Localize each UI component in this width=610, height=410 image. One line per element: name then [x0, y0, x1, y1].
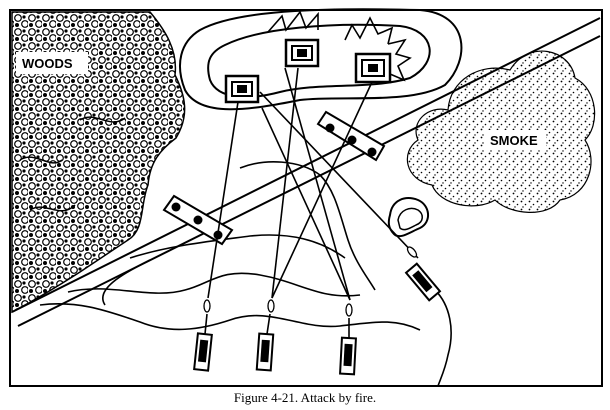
enemy-vehicle-icon [284, 38, 320, 68]
friendly-vehicle-icon [255, 313, 275, 372]
muzzle-flash-icon [203, 246, 418, 317]
friendly-vehicle-icon [193, 313, 213, 372]
friendly-vehicle-icon [404, 262, 442, 302]
figure-caption: Figure 4-21. Attack by fire. [234, 390, 376, 405]
obstacle-icon [162, 194, 234, 246]
smoke-label: SMOKE [490, 133, 538, 148]
woods-area [11, 11, 186, 314]
explosion-icon [267, 10, 412, 82]
woods-label-backdrop [16, 52, 88, 74]
friendly-vehicle-icon [339, 318, 357, 376]
terrain-lines [39, 161, 452, 387]
enemy-vehicle-icon [354, 52, 392, 84]
enemy-vehicle-icon [224, 74, 260, 104]
smoke-label-backdrop [484, 130, 546, 150]
fire-lines [207, 67, 419, 301]
woods-label: WOODS [22, 56, 73, 71]
obstacle-icon [316, 110, 386, 162]
